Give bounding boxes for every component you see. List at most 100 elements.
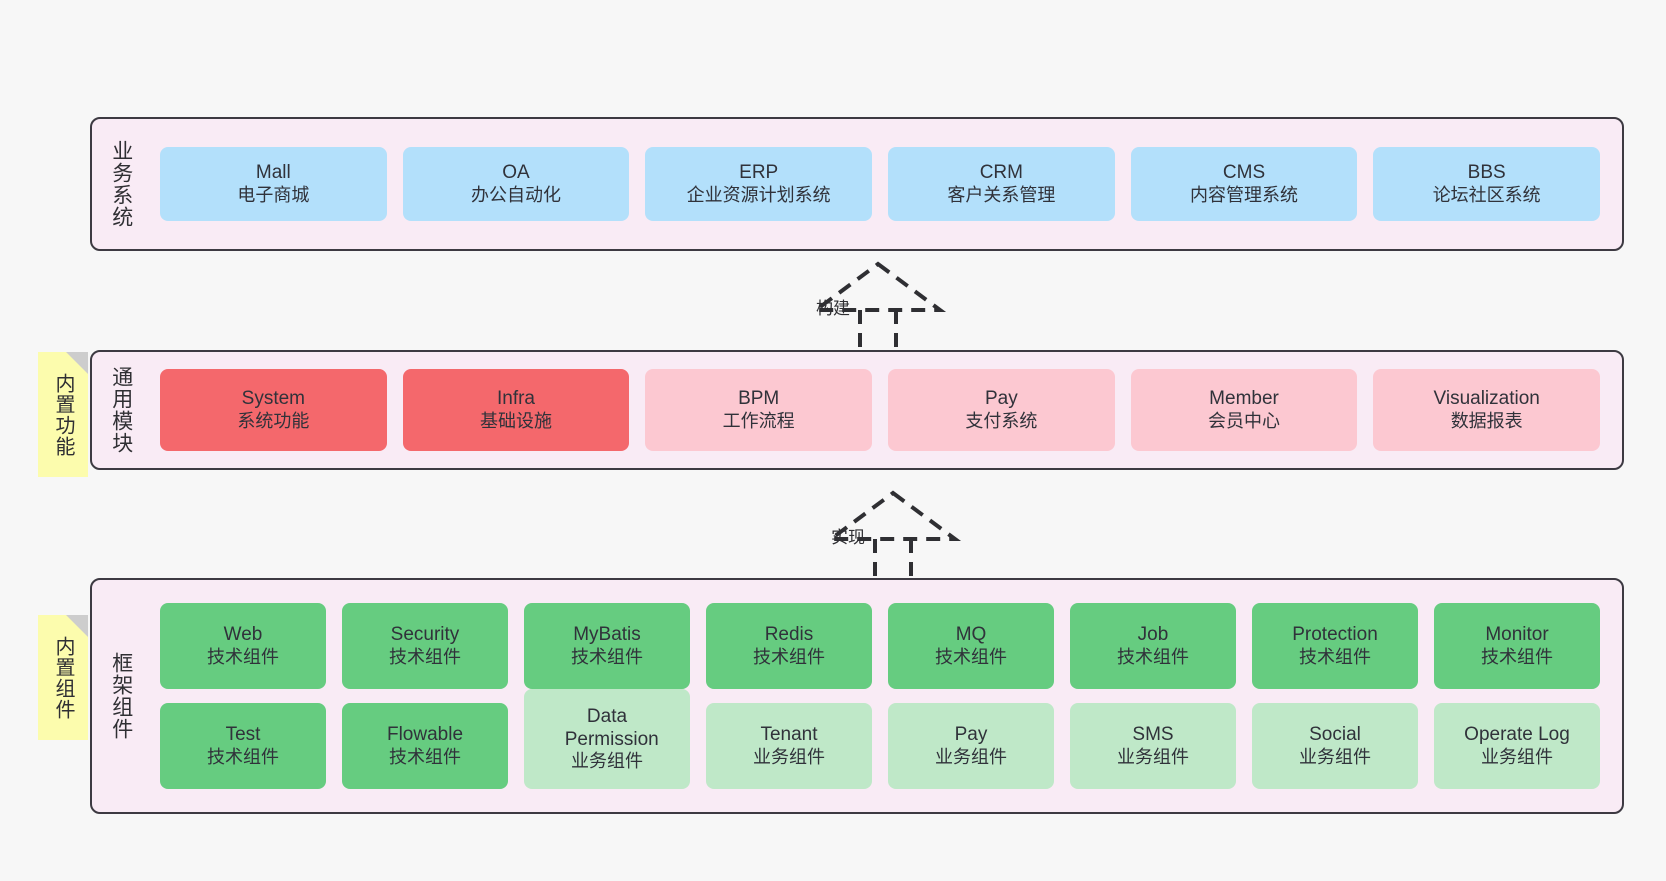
- node-title: Member: [1209, 388, 1279, 410]
- node-monitor[interactable]: Monitor 技术组件: [1434, 603, 1600, 689]
- node-visualization[interactable]: Visualization 数据报表: [1373, 369, 1601, 451]
- node-title: Pay: [984, 388, 1018, 410]
- node-subtitle: 会员中心: [1208, 410, 1281, 431]
- node-subtitle: 论坛社区系统: [1432, 184, 1541, 205]
- node-subtitle: 企业资源计划系统: [686, 184, 831, 205]
- node-title: Mall: [255, 162, 291, 184]
- node-test[interactable]: Test 技术组件: [160, 703, 326, 789]
- node-social[interactable]: Social 业务组件: [1252, 703, 1418, 789]
- sticky-note-builtin-components: 内置组件: [38, 615, 88, 740]
- node-pay-module[interactable]: Pay 支付系统: [888, 369, 1115, 451]
- node-protection[interactable]: Protection 技术组件: [1252, 603, 1418, 689]
- node-oa[interactable]: OA 办公自动化: [402, 147, 630, 221]
- node-title: CRM: [979, 162, 1023, 184]
- node-mall[interactable]: Mall 电子商城: [160, 147, 387, 221]
- node-subtitle: 系统功能: [237, 410, 310, 431]
- layer-body-common: System 系统功能 Infra 基础设施 BPM 工作流程 Pay 支付系统…: [142, 352, 1622, 468]
- generalization-arrowhead: [824, 490, 962, 541]
- node-title: SMS: [1132, 724, 1174, 746]
- node-data-permission[interactable]: Data Permission 业务组件: [524, 689, 690, 789]
- layer-body-framework: Web 技术组件 Security 技术组件 MyBatis 技术组件 Redi…: [142, 580, 1622, 812]
- sticky-note-label: 内置组件: [52, 635, 74, 720]
- sticky-fold-corner: [66, 352, 88, 374]
- node-title: Security: [390, 624, 460, 646]
- node-row: System 系统功能 Infra 基础设施 BPM 工作流程 Pay 支付系统…: [152, 369, 1608, 451]
- node-subtitle: 技术组件: [207, 646, 279, 667]
- node-subtitle: 工作流程: [722, 410, 795, 431]
- node-mybatis[interactable]: MyBatis 技术组件: [524, 603, 690, 689]
- node-subtitle: 技术组件: [753, 646, 825, 667]
- connector-stem: [858, 310, 898, 350]
- node-pay-component[interactable]: Pay 业务组件: [888, 703, 1054, 789]
- node-erp[interactable]: ERP 企业资源计划系统: [645, 147, 873, 221]
- node-redis[interactable]: Redis 技术组件: [706, 603, 872, 689]
- sticky-note-label: 内置功能: [52, 372, 74, 457]
- node-subtitle: 业务组件: [571, 751, 643, 772]
- connector-implement-label: 实现: [831, 528, 865, 547]
- node-row: Web 技术组件 Security 技术组件 MyBatis 技术组件 Redi…: [152, 603, 1608, 689]
- connector-build-arrow: [809, 261, 947, 350]
- node-title: Job: [1137, 624, 1169, 646]
- node-subtitle: 技术组件: [1481, 646, 1553, 667]
- node-title: CMS: [1222, 162, 1266, 184]
- node-member[interactable]: Member 会员中心: [1130, 369, 1358, 451]
- node-bbs[interactable]: BBS 论坛社区系统: [1373, 147, 1601, 221]
- node-title: Visualization: [1433, 388, 1540, 410]
- node-subtitle: 业务组件: [1117, 746, 1189, 767]
- node-security[interactable]: Security 技术组件: [342, 603, 508, 689]
- node-job[interactable]: Job 技术组件: [1070, 603, 1236, 689]
- node-title: MQ: [955, 624, 987, 646]
- node-mq[interactable]: MQ 技术组件: [888, 603, 1054, 689]
- node-title: BPM: [738, 388, 780, 410]
- node-system[interactable]: System 系统功能: [160, 369, 387, 451]
- sticky-fold-corner: [66, 615, 88, 637]
- node-subtitle: 基础设施: [480, 410, 552, 431]
- node-subtitle: 技术组件: [571, 646, 643, 667]
- node-subtitle: 业务组件: [935, 746, 1007, 767]
- node-cms[interactable]: CMS 内容管理系统: [1130, 147, 1358, 221]
- node-crm[interactable]: CRM 客户关系管理: [888, 147, 1115, 221]
- node-subtitle: 技术组件: [935, 646, 1007, 667]
- node-infra[interactable]: Infra 基础设施: [402, 369, 630, 451]
- node-flowable[interactable]: Flowable 技术组件: [342, 703, 508, 789]
- node-tenant[interactable]: Tenant 业务组件: [706, 703, 872, 789]
- node-title: Redis: [764, 624, 814, 646]
- node-subtitle: 支付系统: [965, 410, 1038, 431]
- layer-title-framework: 框架组件: [109, 652, 133, 740]
- node-title: Social: [1309, 724, 1361, 746]
- node-title: Operate Log: [1464, 724, 1570, 746]
- node-subtitle: 业务组件: [1481, 746, 1553, 767]
- node-title: OA: [502, 162, 530, 184]
- node-sms[interactable]: SMS 业务组件: [1070, 703, 1236, 789]
- node-title: Data Permission: [564, 705, 659, 751]
- node-subtitle: 技术组件: [207, 746, 279, 767]
- node-operate-log[interactable]: Operate Log 业务组件: [1434, 703, 1600, 789]
- layer-body-business: Mall 电子商城 OA 办公自动化 ERP 企业资源计划系统 CRM 客户关系…: [142, 119, 1622, 249]
- node-subtitle: 内容管理系统: [1190, 184, 1299, 205]
- node-bpm[interactable]: BPM 工作流程: [645, 369, 873, 451]
- layer-common-module: 通用模块 System 系统功能 Infra 基础设施 BPM 工作流程 Pay…: [90, 350, 1624, 470]
- connector-implement-arrow: [824, 490, 962, 579]
- node-row: Test 技术组件 Flowable 技术组件 Data Permission …: [152, 689, 1608, 789]
- layer-title-common: 通用模块: [109, 366, 133, 454]
- node-subtitle: 数据报表: [1450, 410, 1523, 431]
- node-subtitle: 技术组件: [1299, 646, 1371, 667]
- node-title: ERP: [739, 162, 779, 184]
- generalization-arrowhead: [809, 261, 947, 312]
- connector-stem: [873, 539, 913, 579]
- node-title: MyBatis: [573, 624, 641, 646]
- node-subtitle: 技术组件: [1117, 646, 1189, 667]
- node-title: Pay: [954, 724, 988, 746]
- node-title: Web: [223, 624, 263, 646]
- node-subtitle: 业务组件: [753, 746, 825, 767]
- node-subtitle: 办公自动化: [471, 184, 561, 205]
- node-title: Infra: [496, 388, 536, 410]
- node-title: BBS: [1467, 162, 1506, 184]
- node-subtitle: 技术组件: [389, 646, 461, 667]
- layer-business-system: 业务系统 Mall 电子商城 OA 办公自动化 ERP 企业资源计划系统 CRM…: [90, 117, 1624, 251]
- node-row: Mall 电子商城 OA 办公自动化 ERP 企业资源计划系统 CRM 客户关系…: [152, 147, 1608, 221]
- node-web[interactable]: Web 技术组件: [160, 603, 326, 689]
- node-title: Tenant: [760, 724, 818, 746]
- node-subtitle: 电子商城: [237, 184, 310, 205]
